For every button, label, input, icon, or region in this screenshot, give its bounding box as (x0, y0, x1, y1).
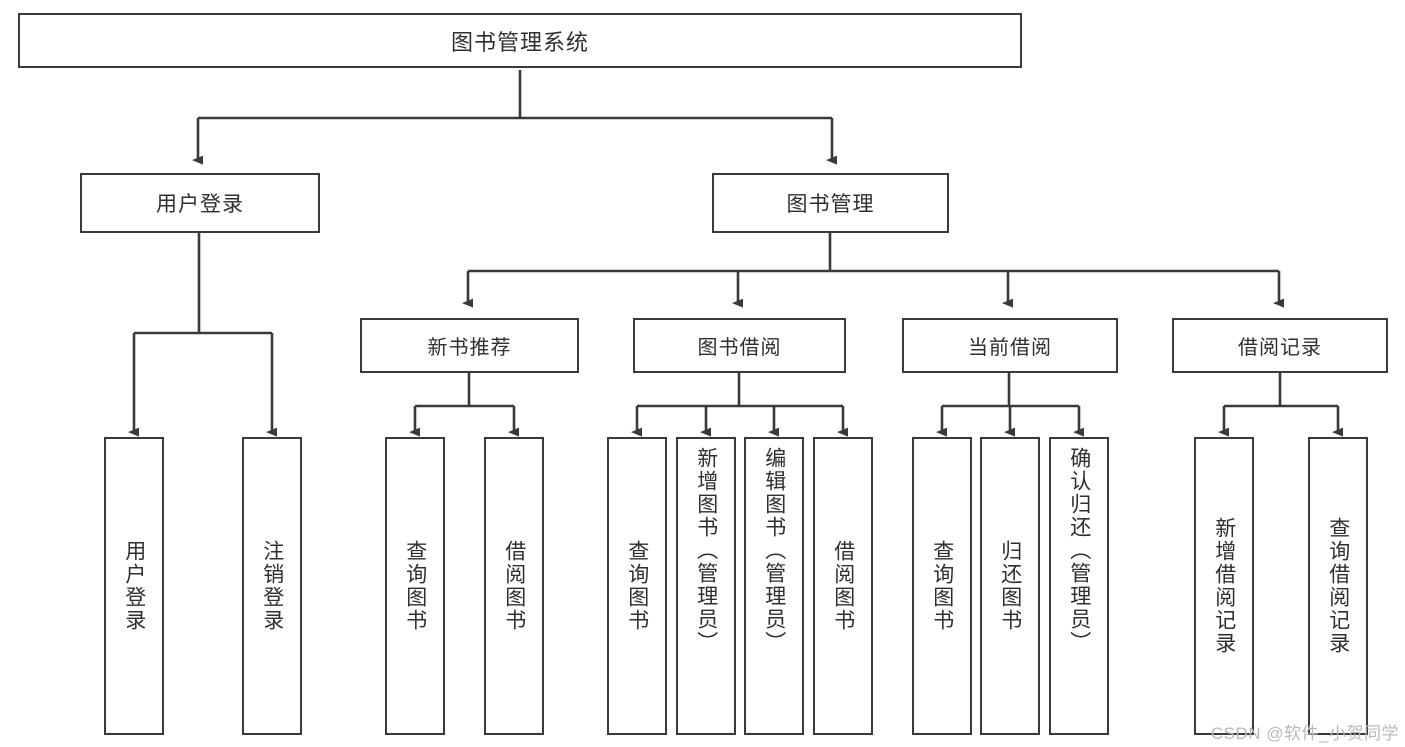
leaf-borrow-record-2-label: 查询借阅记录 (1326, 517, 1350, 655)
leaf-user-login-2-label: 注销登录 (260, 540, 284, 632)
node-root[interactable]: 图书管理系统 (18, 13, 1022, 68)
leaf-user-login-1-label: 用户登录 (122, 540, 146, 632)
node-borrow-record[interactable]: 借阅记录 (1172, 318, 1388, 373)
leaf-borrow-record-1[interactable]: 新增借阅记录 (1194, 437, 1254, 735)
node-book-borrow[interactable]: 图书借阅 (633, 318, 846, 373)
leaf-book-borrow-3[interactable]: 编辑图书（管理员） (744, 437, 804, 735)
leaf-borrow-record-2[interactable]: 查询借阅记录 (1308, 437, 1368, 735)
leaf-book-borrow-1[interactable]: 查询图书 (607, 437, 667, 735)
leaf-book-borrow-2[interactable]: 新增图书（管理员） (676, 437, 736, 735)
leaf-current-borrow-1[interactable]: 查询图书 (912, 437, 972, 735)
leaf-book-borrow-4-label: 借阅图书 (831, 540, 855, 632)
leaf-current-borrow-2-label: 归还图书 (998, 540, 1022, 632)
leaf-user-login-2[interactable]: 注销登录 (242, 437, 302, 735)
leaf-new-book-2-label: 借阅图书 (502, 540, 526, 632)
node-book-manage-label: 图书管理 (786, 193, 875, 216)
leaf-new-book-1[interactable]: 查询图书 (385, 437, 445, 735)
leaf-book-borrow-3-label: 编辑图书（管理员） (762, 447, 786, 654)
node-borrow-record-label: 借阅记录 (1238, 337, 1322, 359)
node-root-label: 图书管理系统 (450, 29, 589, 55)
node-user-login-label: 用户登录 (156, 193, 244, 216)
leaf-current-borrow-2[interactable]: 归还图书 (980, 437, 1040, 735)
leaf-book-borrow-1-label: 查询图书 (625, 540, 649, 632)
leaf-current-borrow-1-label: 查询图书 (930, 540, 954, 632)
leaf-new-book-2[interactable]: 借阅图书 (484, 437, 544, 735)
node-current-borrow[interactable]: 当前借阅 (902, 318, 1118, 373)
node-book-borrow-label: 图书借阅 (697, 337, 782, 359)
node-new-book-recommend[interactable]: 新书推荐 (360, 318, 579, 373)
leaf-user-login-1[interactable]: 用户登录 (104, 437, 164, 735)
node-current-borrow-label: 当前借阅 (968, 337, 1052, 359)
node-book-manage[interactable]: 图书管理 (712, 173, 949, 233)
leaf-book-borrow-2-label: 新增图书（管理员） (694, 447, 718, 654)
node-user-login[interactable]: 用户登录 (80, 173, 320, 233)
leaf-current-borrow-3[interactable]: 确认归还（管理员） (1049, 437, 1109, 735)
node-new-book-recommend-label: 新书推荐 (427, 337, 512, 359)
leaf-current-borrow-3-label: 确认归还（管理员） (1067, 447, 1091, 654)
leaf-book-borrow-4[interactable]: 借阅图书 (813, 437, 873, 735)
leaf-borrow-record-1-label: 新增借阅记录 (1212, 517, 1236, 655)
leaf-new-book-1-label: 查询图书 (403, 540, 427, 632)
